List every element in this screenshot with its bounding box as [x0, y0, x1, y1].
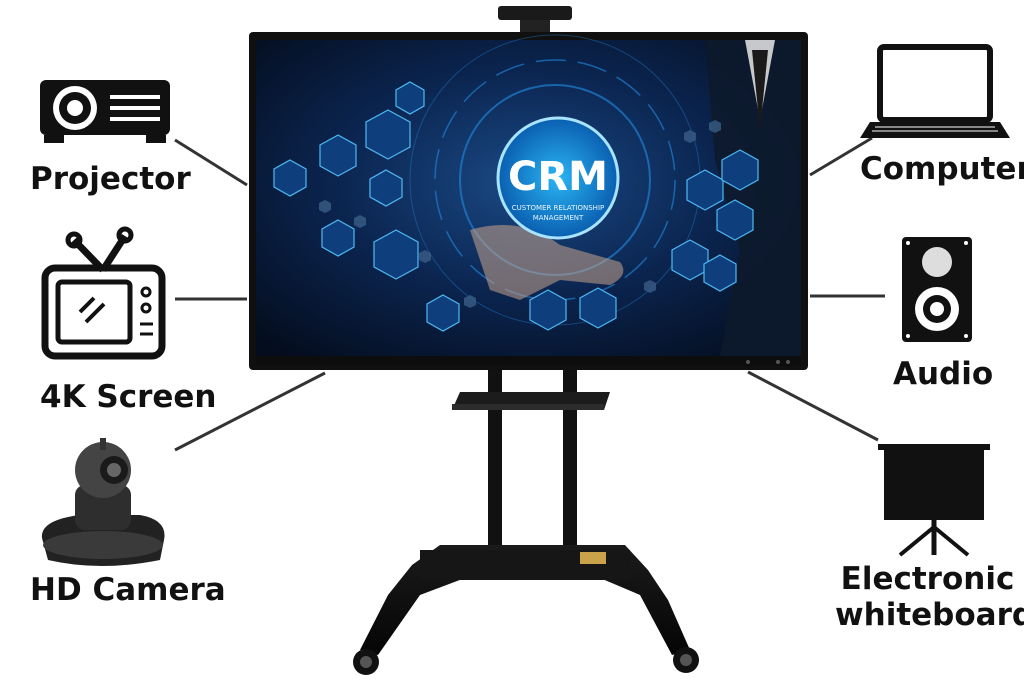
- projection-screen-icon: [878, 444, 990, 557]
- speaker-icon: [902, 237, 972, 342]
- screen-hexagons: [273, 81, 759, 332]
- camera-connector: [174, 371, 326, 452]
- computer-connector: [809, 136, 873, 177]
- connector-lines: [174, 136, 885, 452]
- ptz-camera-icon: [41, 438, 165, 566]
- whiteboard-label-line1: Electronic: [840, 561, 1015, 597]
- crm-subtitle-2: MANAGEMENT: [533, 214, 584, 222]
- projector-connector: [174, 138, 248, 187]
- audio-label: Audio: [893, 356, 994, 392]
- crm-subtitle-1: CUSTOMER RELATIONSHIP: [512, 204, 604, 212]
- laptop-icon: [860, 44, 1010, 138]
- whiteboard-label-line2: whiteboard: [835, 597, 1024, 633]
- projector-icon: [40, 80, 170, 143]
- hd-camera-label: HD Camera: [30, 572, 226, 608]
- tv-icon: [41, 226, 166, 360]
- computer-label: Computer: [860, 151, 1024, 187]
- crm-badge: [496, 116, 620, 240]
- crm-title: CRM: [508, 154, 608, 200]
- screen-4k-label: 4K Screen: [40, 379, 217, 415]
- whiteboard-connector: [747, 370, 879, 442]
- mobile-stand: [353, 365, 699, 675]
- projector-label: Projector: [30, 161, 191, 197]
- top-webcam: [498, 6, 572, 20]
- screen-small-hexagons: [319, 120, 721, 308]
